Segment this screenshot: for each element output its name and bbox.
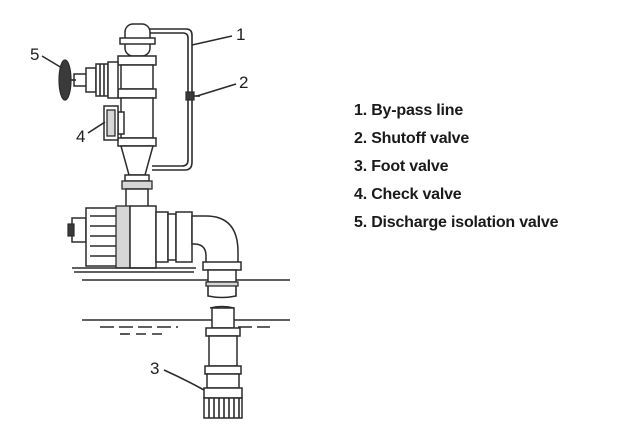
pump-assembly (67, 205, 196, 273)
callout-3: 3 (150, 359, 159, 378)
suction-pipe (204, 286, 242, 375)
legend-item-check-valve: 4. Check valve (354, 186, 462, 203)
check-valve (103, 105, 119, 141)
callout-2: 2 (239, 73, 248, 92)
legend-item-shutoff-valve: 2. Shutoff valve (354, 130, 470, 147)
legend-item-discharge-isolation-valve: 5. Discharge isolation valve (354, 214, 559, 231)
legend-list: 1. By-pass line 2. Shutoff valve 3. Foot… (354, 97, 558, 237)
water-surface (82, 319, 290, 335)
leader-lines (41, 35, 237, 391)
suction-elbow (191, 215, 242, 287)
legend-item-foot-valve: 3. Foot valve (354, 158, 449, 175)
discharge-pipe (117, 23, 157, 210)
legend-item-bypass-line: 1. By-pass line (354, 102, 464, 119)
discharge-isolation-valve (58, 59, 119, 101)
callout-4: 4 (76, 127, 85, 146)
callout-1: 1 (236, 25, 245, 44)
foot-valve (203, 373, 243, 419)
callout-5: 5 (30, 45, 39, 64)
